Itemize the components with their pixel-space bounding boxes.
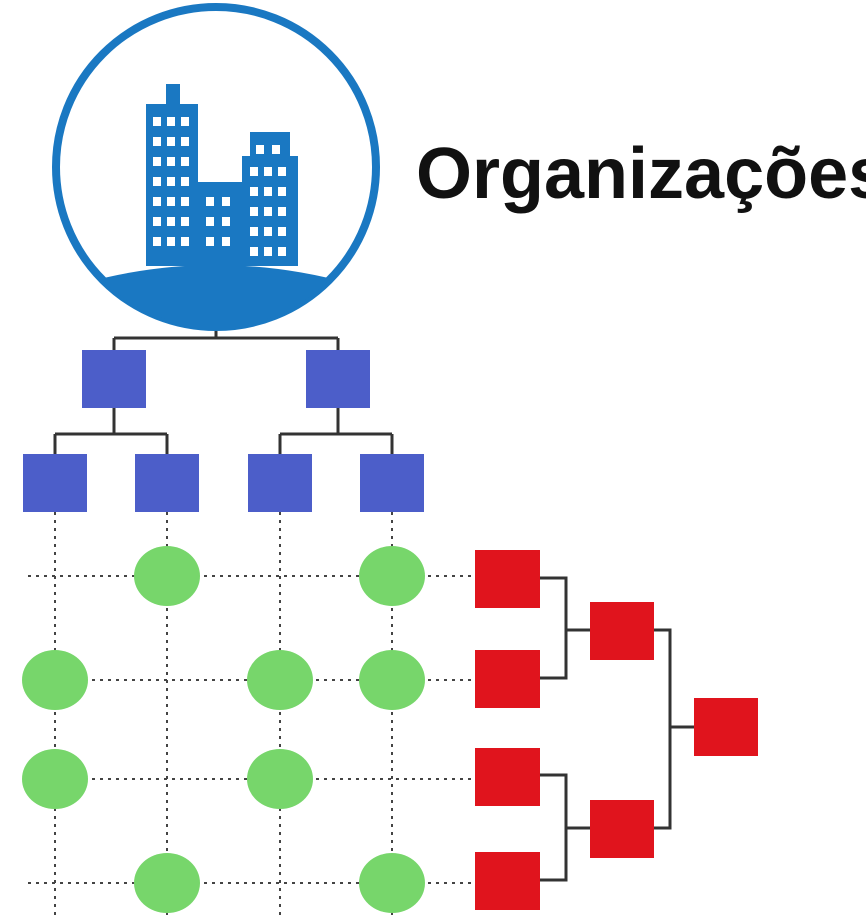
bracket-node (694, 698, 758, 756)
matrix-node (134, 853, 200, 913)
bracket-connectors (540, 576, 694, 882)
tree-node (135, 454, 199, 512)
bracket-node (590, 800, 654, 858)
matrix-node (359, 650, 425, 710)
hierarchy-tree (23, 350, 424, 512)
tree-node (248, 454, 312, 512)
tree-node (23, 454, 87, 512)
city-buildings-icon (52, 3, 380, 331)
matrix-node (22, 650, 88, 710)
matrix-node (359, 853, 425, 913)
page-title: Organizações (416, 134, 866, 214)
matrix-nodes (22, 546, 425, 913)
bracket-node (475, 852, 540, 910)
bracket-node (590, 602, 654, 660)
bracket-node (475, 748, 540, 806)
matrix-node (247, 650, 313, 710)
bracket-tree (475, 550, 758, 910)
matrix-node (247, 749, 313, 809)
tree-node (360, 454, 424, 512)
tree-node (306, 350, 370, 408)
bracket-node (475, 550, 540, 608)
matrix-node (22, 749, 88, 809)
bracket-node (475, 650, 540, 708)
tree-node (82, 350, 146, 408)
matrix-node (359, 546, 425, 606)
matrix-node (134, 546, 200, 606)
hierarchy-connectors (53, 331, 394, 454)
